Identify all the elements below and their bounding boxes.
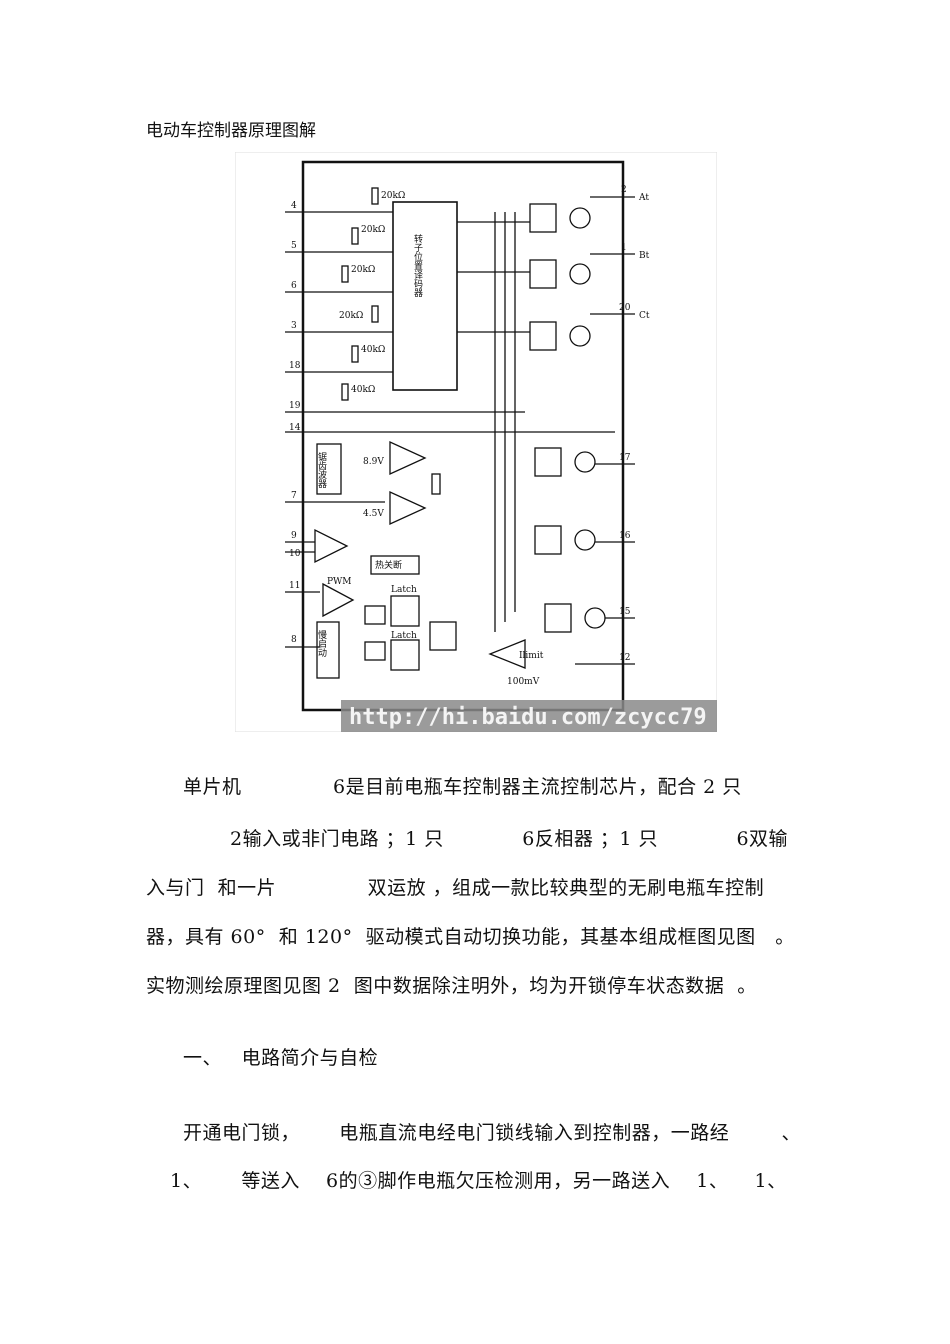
output-ct: Ct bbox=[639, 311, 650, 321]
pin-4: 4 bbox=[291, 201, 297, 211]
paragraph-line-3: 入与门 和一片 双运放 ，组成一款比较典型的无刷电瓶车控制 bbox=[146, 877, 765, 899]
pin-11: 11 bbox=[289, 581, 300, 591]
output-bt: Bt bbox=[639, 251, 650, 261]
pin-16: 16 bbox=[619, 531, 631, 541]
pin-18: 18 bbox=[289, 361, 301, 371]
paragraph-line-6: 开通电门锁， 电瓶直流电经电门锁线输入到控制器，一路经 、 bbox=[183, 1122, 802, 1144]
circuit-diagram: 转子位置译码器 bbox=[235, 152, 717, 732]
ref-4-5v: 4.5V bbox=[363, 509, 384, 519]
pin-20: 20 bbox=[619, 303, 631, 313]
pin-12: 12 bbox=[619, 653, 630, 663]
pin-17: 17 bbox=[619, 453, 631, 463]
pin-2: 2 bbox=[621, 185, 627, 195]
paragraph-line-4: 器，具有 60° 和 120° 驱动模式自动切换功能，其基本组成框图见图 。 bbox=[146, 926, 795, 948]
pin-14: 14 bbox=[289, 423, 301, 433]
pin-3: 3 bbox=[291, 321, 297, 331]
resistor-6: 40kΩ bbox=[351, 385, 375, 395]
ref-8-9v: 8.9V bbox=[363, 457, 384, 467]
resistor-5: 40kΩ bbox=[361, 345, 385, 355]
pin-6: 6 bbox=[291, 281, 297, 291]
paragraph-line-1: 单片机 6是目前电瓶车控制器主流控制芯片，配合 2 只 bbox=[183, 776, 742, 798]
resistor-4: 20kΩ bbox=[339, 311, 363, 321]
soft-start-label: 慢启动 bbox=[316, 629, 327, 658]
pin-15: 15 bbox=[619, 607, 631, 617]
decoder-box bbox=[392, 201, 458, 391]
decoder-label: 转子位置译码器 bbox=[412, 233, 423, 297]
pin-10: 10 bbox=[289, 549, 301, 559]
osc-label: 锯齿波器 bbox=[316, 451, 327, 488]
mv-label: 100mV bbox=[507, 677, 540, 687]
paragraph-line-7: 1、 等送入 6的③脚作电瓶欠压检测用，另一路送入 1、 1、 bbox=[170, 1170, 787, 1192]
watermark: http://hi.baidu.com/zcycc79 bbox=[349, 705, 707, 730]
pin-19: 19 bbox=[289, 401, 301, 411]
pwm-label: PWM bbox=[327, 577, 352, 587]
resistor-1: 20kΩ bbox=[381, 191, 405, 201]
latch-label-1: Latch bbox=[391, 585, 417, 595]
pin-1: 1 bbox=[621, 243, 627, 253]
output-at: At bbox=[638, 193, 649, 203]
pin-9: 9 bbox=[291, 531, 297, 541]
ilimit-label: Ilimit bbox=[519, 651, 544, 661]
paragraph-line-5: 实物测绘原理图见图 2 图中数据除注明外，均为开锁停车状态数据 。 bbox=[146, 975, 757, 997]
pin-7: 7 bbox=[291, 491, 297, 501]
shutdown-label: 热关断 bbox=[375, 559, 402, 571]
page-title: 电动车控制器原理图解 bbox=[146, 121, 316, 141]
pin-8: 8 bbox=[291, 635, 297, 645]
resistor-3: 20kΩ bbox=[351, 265, 375, 275]
pin-5: 5 bbox=[291, 241, 297, 251]
paragraph-line-2: 2输入或非门电路 ；1 只 6反相器 ；1 只 6双输 bbox=[230, 828, 789, 850]
section-heading: 一、 电路简介与自检 bbox=[183, 1047, 379, 1069]
resistor-2: 20kΩ bbox=[361, 225, 385, 235]
latch-label-2: Latch bbox=[391, 631, 417, 641]
